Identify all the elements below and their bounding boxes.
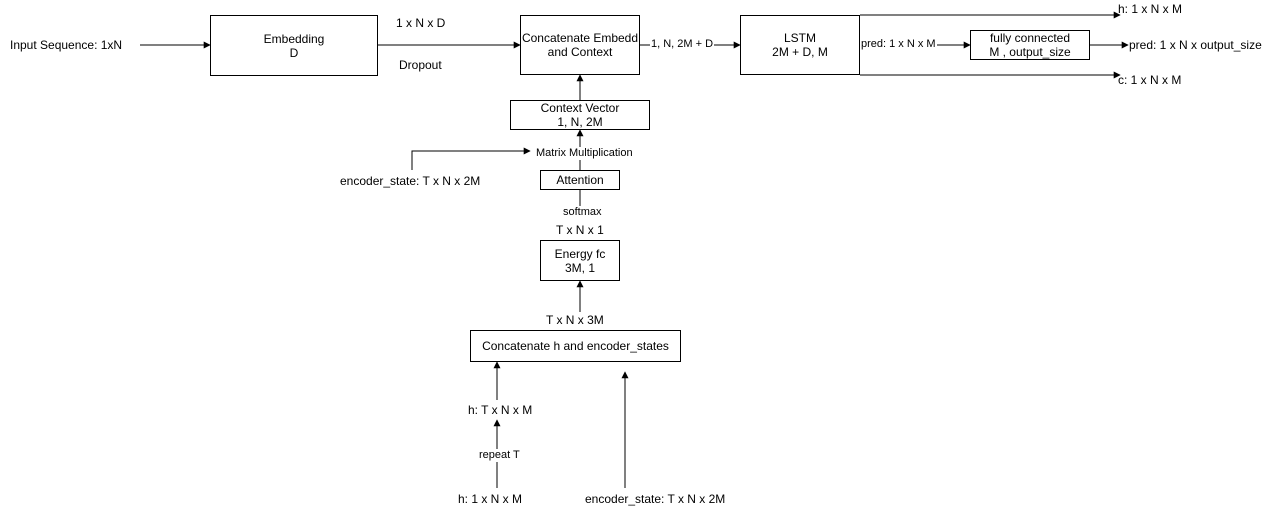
fully-connected-box: fully connected M , output_size [970, 30, 1090, 60]
input-sequence-label: Input Sequence: 1xN [10, 38, 123, 52]
energy-fc-dim: 3M, 1 [564, 260, 595, 275]
pred-out-label: pred: 1 x N x output_size [1129, 38, 1262, 52]
embedding-box: Embedding D [210, 15, 378, 76]
fully-connected-title: fully connected [989, 31, 1071, 45]
matrix-multiplication-label: Matrix Multiplication [535, 147, 634, 160]
context-vector-box: Context Vector 1, N, 2M [510, 100, 650, 130]
attention-box: Attention [540, 170, 620, 190]
concat-embed-context-box: Concatenate Embedd and Context [520, 15, 640, 75]
c-out-label: c: 1 x N x M [1118, 73, 1182, 87]
encoder-state-left-label: encoder_state: T x N x 2M [340, 174, 481, 188]
lstm-pred-label: pred: 1 x N x M [860, 38, 937, 51]
energy-fc-box: Energy fc 3M, 1 [540, 240, 620, 281]
energy-out-label: T x N x 1 [556, 223, 604, 237]
context-vector-title: Context Vector [540, 101, 620, 115]
repeat-t-label: repeat T [478, 449, 521, 462]
context-vector-dim: 1, N, 2M [557, 115, 603, 129]
lstm-box: LSTM 2M + D, M [740, 15, 860, 75]
embedding-box-title: Embedding [263, 31, 325, 46]
h-out-label: h: 1 x N x M [1118, 2, 1183, 16]
lstm-box-dim: 2M + D, M [772, 45, 828, 59]
softmax-label: softmax [562, 206, 603, 219]
dropout-label: Dropout [399, 58, 442, 72]
fully-connected-dim: M , output_size [989, 45, 1071, 59]
concat-h-encoder-box: Concatenate h and encoder_states [470, 330, 681, 362]
concat-out-label: 1, N, 2M + D [650, 38, 715, 51]
concat-h-encoder-title: Concatenate h and encoder_states [482, 339, 669, 353]
arrow-encoder-state-to-mult [411, 147, 531, 170]
lstm-box-title: LSTM [783, 31, 816, 45]
embed-out-label: 1 x N x D [396, 16, 446, 30]
encoder-state-bottom-label: encoder_state: T x N x 2M [585, 492, 726, 506]
h-repeated-label: h: T x N x M [468, 403, 533, 417]
concat-embed-context-sub: and Context [547, 45, 613, 59]
h-in-label: h: 1 x N x M [458, 492, 523, 506]
attention-title: Attention [556, 173, 604, 187]
energy-fc-title: Energy fc [554, 246, 606, 261]
concat-h-out-label: T x N x 3M [546, 313, 604, 327]
concat-embed-context-title: Concatenate Embedd [521, 31, 639, 45]
embedding-box-dim: D [289, 45, 299, 60]
